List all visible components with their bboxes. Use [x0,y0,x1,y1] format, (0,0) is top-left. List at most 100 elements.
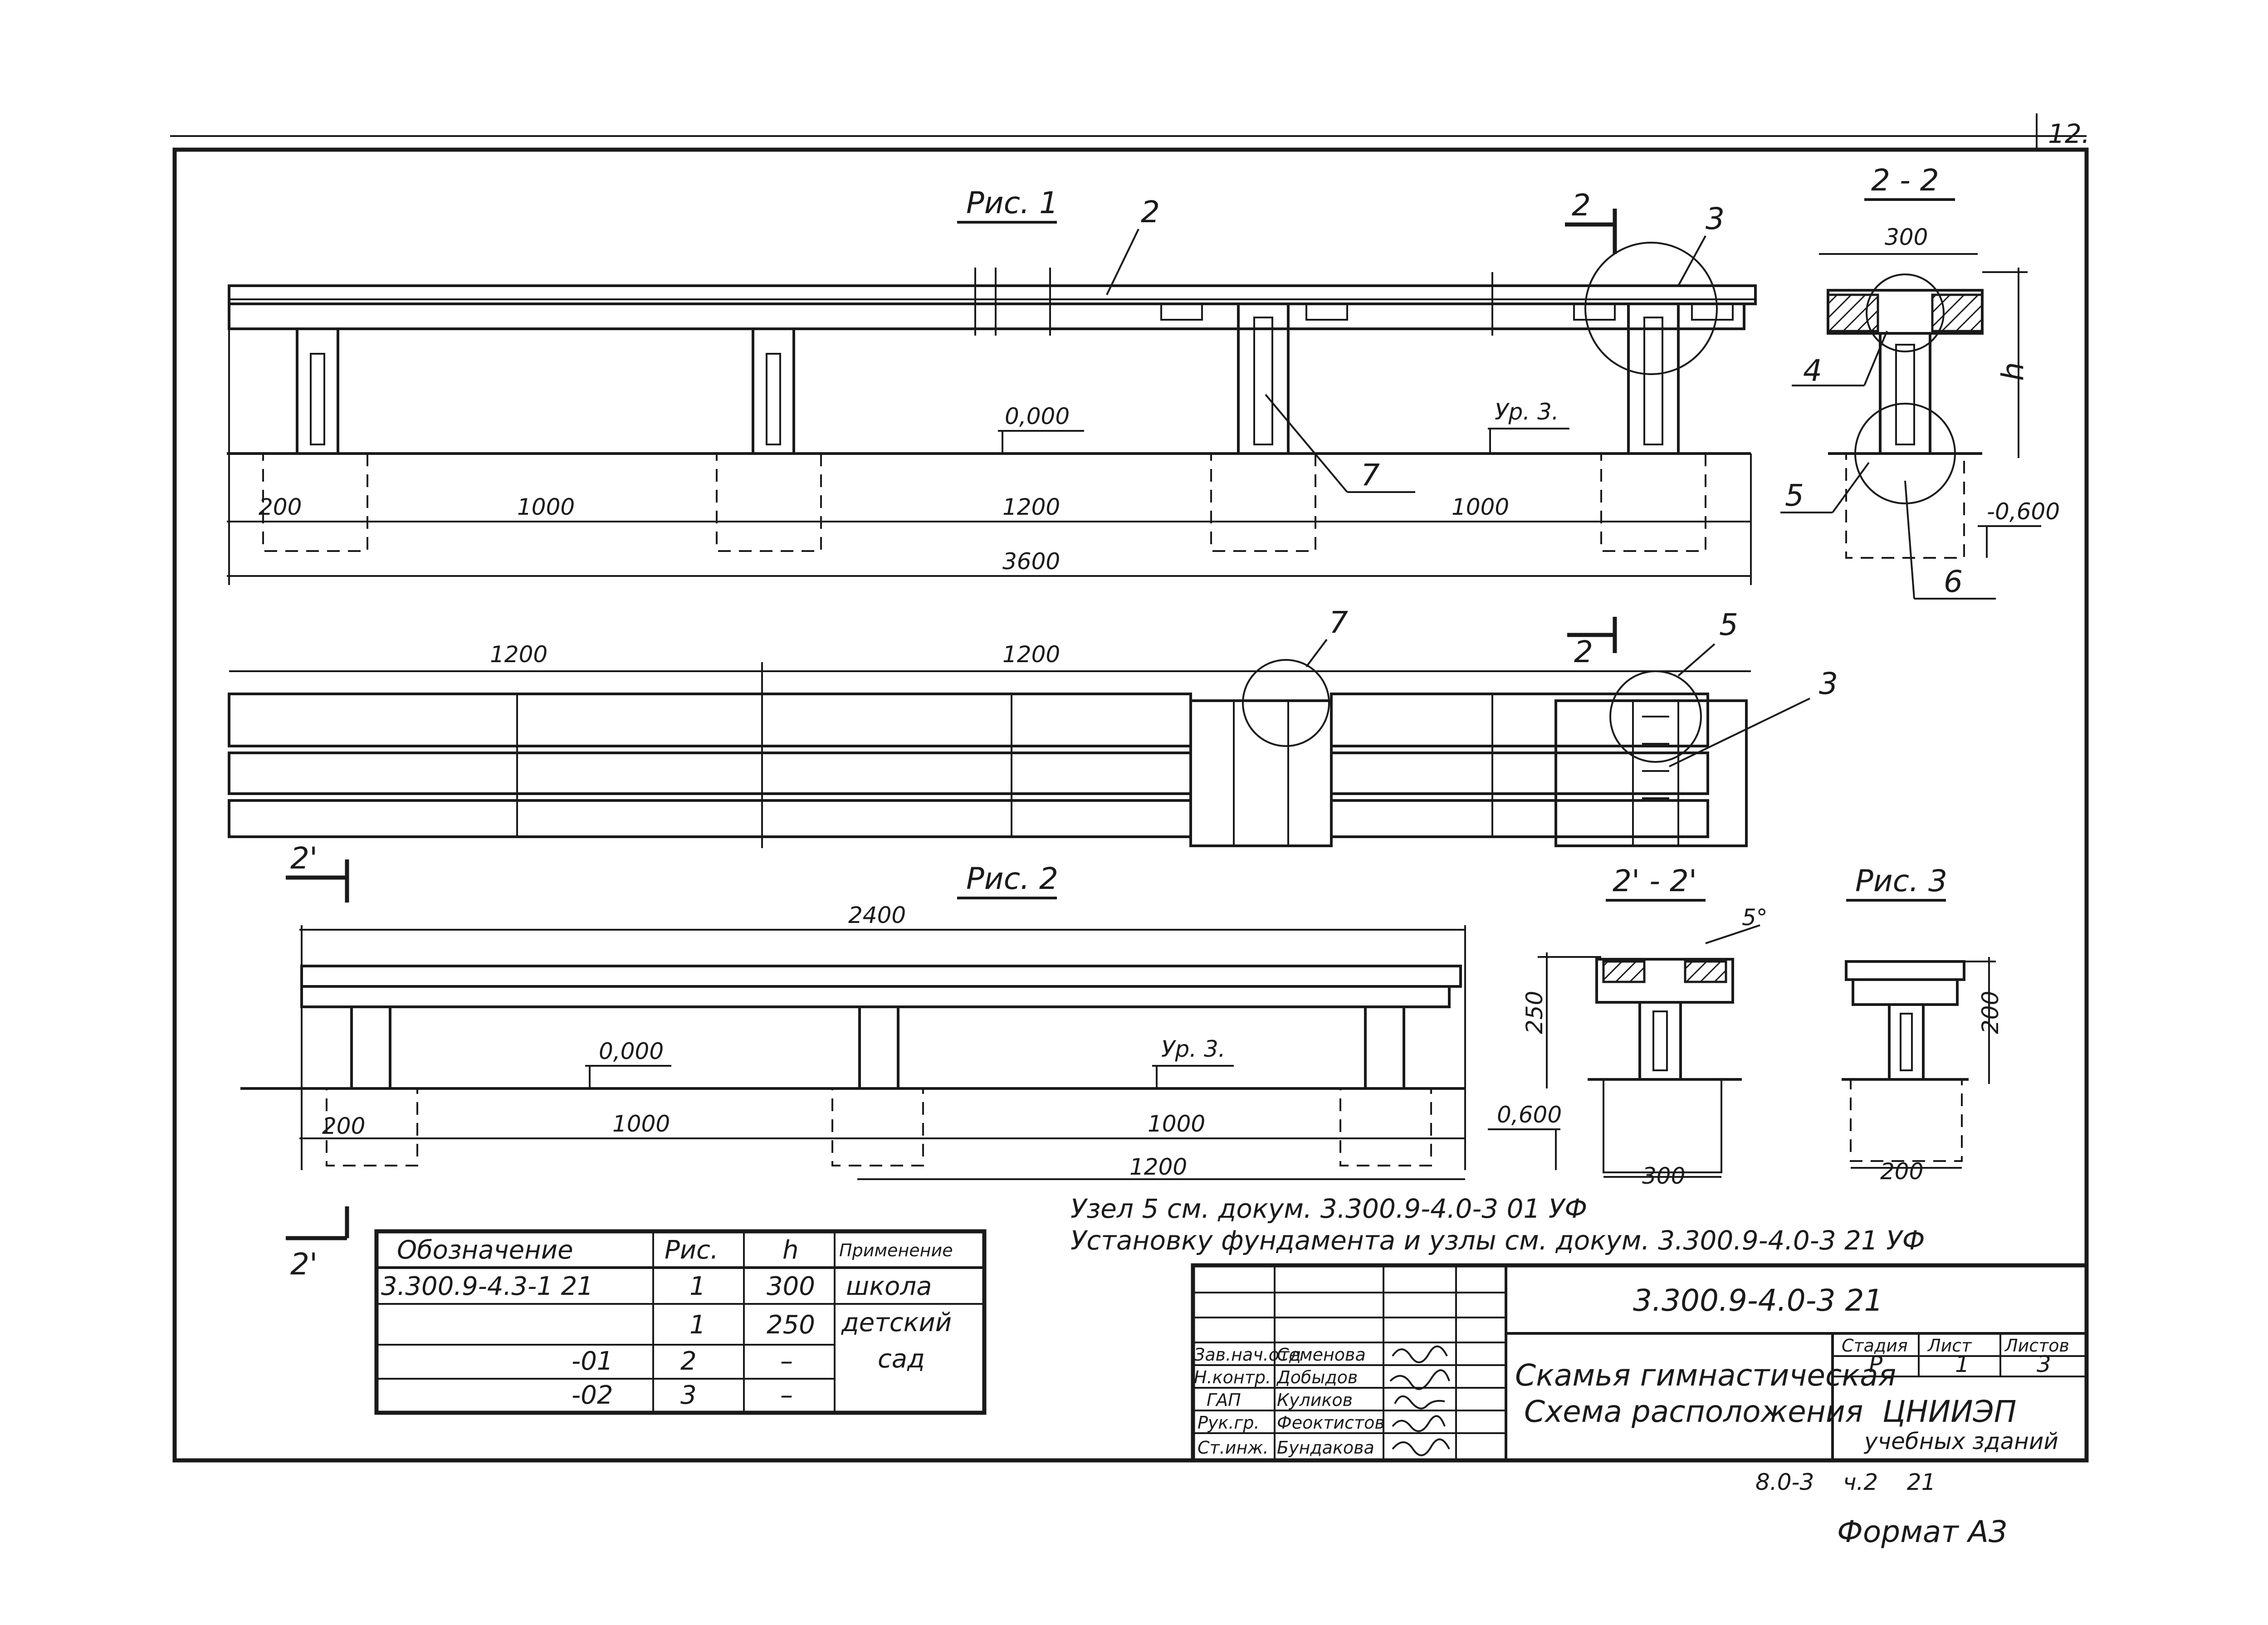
fig2-section-mark-bottom: 2' [290,1247,318,1282]
section22-callout-5: 5 [1785,478,1804,513]
fig2-dim-200: 200 [322,1113,365,1139]
section22p-dim-250: 250 [1521,991,1548,1034]
section22p-level-600: 0,600 [1497,1102,1562,1128]
table-cell: сад [878,1344,925,1374]
table-header-fig: Рис. [665,1235,719,1265]
fig1-title: Рис. 1 [966,185,1058,220]
section-2-2: 2 - 2 300 h -0,600 4 5 6 [1780,163,2060,600]
section22-callout-4: 4 [1803,353,1822,388]
fig1-dim-1000a: 1000 [517,494,575,520]
fig2-dim-2400: 2400 [848,902,906,928]
doc-code: 3.300.9-4.0-3 21 [1633,1283,1883,1318]
section22-dim-h: h [1995,362,2030,381]
fig3-dim-200w: 200 [1880,1158,1923,1185]
signature [1392,1438,1450,1456]
table-header-designation: Обозначение [397,1235,573,1265]
fig3-dim-200h: 200 [1977,991,2004,1034]
fig2-elevation: Рис. 2 2' 2400 0,000 Ур. 3. 200 1000 100… [240,841,1466,1282]
fig1-dim-3600: 3600 [1002,548,1060,575]
fig2-title: Рис. 2 [966,861,1058,896]
signature [1389,1369,1450,1390]
role: Рук.гр. [1198,1413,1260,1433]
table-cell: 300 [767,1272,815,1301]
fig1-level-ur: Ур. 3. [1495,399,1559,425]
sheet-value: 1 [1955,1351,1970,1377]
table-cell: 250 [767,1310,815,1340]
sheets-header: Листов [2004,1336,2069,1356]
plan-dim-1200b: 1200 [1002,641,1060,668]
fig1-callout-7: 7 [1361,458,1380,493]
fig3-section: Рис. 3 200 200 [1842,864,2004,1185]
signature [1392,1415,1446,1432]
fig2-dim-1200: 1200 [1129,1154,1187,1180]
fig2-section-mark: 2' [290,841,318,876]
plan-dim-1200a: 1200 [490,641,547,668]
section22p-dim-300: 300 [1642,1163,1685,1189]
table-cell: 3 [680,1381,697,1410]
spec-table: Обозначение Рис. h Применение 3.300.9-4.… [374,1229,987,1415]
table-header-h: h [782,1235,799,1265]
table-cell: 3.300.9-4.3-1 21 [381,1272,593,1301]
role: Зав.нач.отд [1194,1345,1301,1365]
person-name: Семенова [1277,1345,1366,1365]
sheet-header: Лист [1927,1336,1972,1356]
fig3-title: Рис. 3 [1855,864,1947,898]
table-cell: -02 [572,1381,613,1410]
plan-callout-7: 7 [1329,605,1348,640]
person-name: Добыдов [1276,1367,1358,1387]
fig2-level-ur: Ур. 3. [1161,1036,1226,1062]
section-2p-2p: 2' - 2' 5° 250 0,600 300 [1488,864,1768,1189]
role: ГАП [1207,1390,1241,1410]
sheet-number: 12. [2048,118,2090,149]
table-cell: школа [846,1272,932,1301]
fig1-level-zero: 0,000 [1005,403,1070,429]
org-subname: учебных зданий [1863,1428,2058,1454]
role: Н.контр. [1194,1367,1271,1387]
table-cell: 1 [689,1272,706,1301]
doc-name-line1: Скамья гимнастическая [1515,1358,1896,1393]
person-name: Бундакова [1277,1438,1374,1458]
plan-callout-5: 5 [1719,607,1738,642]
plan-callout-3: 3 [1819,666,1838,701]
stage-header: Стадия [1842,1336,1908,1356]
sheets-value: 3 [2037,1351,2051,1377]
fig2-level-zero: 0,000 [599,1038,664,1064]
note-1: Узел 5 см. докум. 3.300.9-4.0-3 01 УФ [1070,1193,1587,1224]
section22-level-600: -0,600 [1987,498,2060,525]
table-cell: -01 [572,1347,613,1376]
table-cell: 2 [680,1347,697,1376]
table-cell: – [780,1381,793,1410]
fig2-dim-1000b: 1000 [1148,1111,1205,1137]
footer-code: 8.0-3 ч.2 21 [1755,1469,1936,1495]
section22p-title: 2' - 2' [1613,864,1697,898]
note-2: Установку фундамента и узлы см. докум. 3… [1070,1225,1925,1256]
section22-title: 2 - 2 [1871,163,1939,198]
fig2-dim-1000a: 1000 [612,1111,670,1137]
stage-value: Р [1869,1351,1883,1377]
section22-dim-300: 300 [1885,224,1928,250]
table-cell: детский [841,1308,952,1337]
fig1-section-mark: 2 [1572,188,1591,223]
table-header-usage: Применение [839,1240,953,1260]
fig1-dim-1200: 1200 [1002,494,1060,520]
footer: 8.0-3 ч.2 21 Формат А3 [1755,1469,2008,1549]
plan-view: 1200 1200 7 5 3 2 [228,605,1838,848]
role: Ст.инж. [1198,1438,1269,1458]
fig1-dim-200: 200 [259,494,302,520]
fig1-callout-3: 3 [1706,201,1725,236]
title-block: 3.300.9-4.0-3 21 Скамья гимнастическая С… [1191,1263,2089,1463]
section22-callout-6: 6 [1944,564,1963,599]
person-name: Феоктистов [1277,1413,1385,1433]
doc-name-line2: Схема расположения [1524,1394,1863,1429]
sheet-frame: 12. [170,113,2090,1463]
signature [1394,1395,1445,1410]
plan-section-mark: 2 [1574,634,1593,669]
org-name: ЦНИИЭП [1882,1394,2016,1429]
fig1-callout-2: 2 [1141,195,1160,229]
notes: Узел 5 см. докум. 3.300.9-4.0-3 01 УФ Ус… [1070,1193,1925,1256]
table-cell: 1 [689,1310,706,1340]
fig1-dim-1000b: 1000 [1452,494,1509,520]
person-name: Куликов [1277,1390,1353,1410]
table-cell: – [780,1347,793,1376]
